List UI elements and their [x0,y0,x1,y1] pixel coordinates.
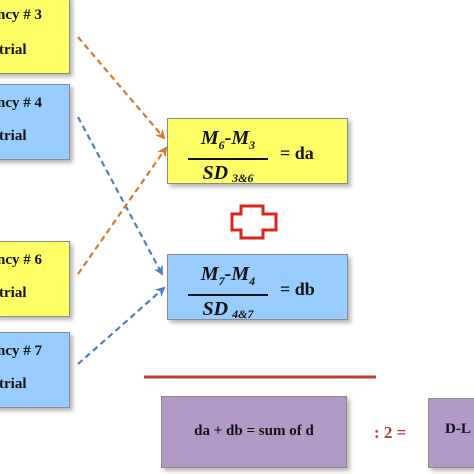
result-box-text: D-L [445,421,471,437]
agency-box-6-title: ncy # 6 [0,252,42,268]
double-arrow-icon [230,204,278,240]
agency-box-4: ncy # 4 trial [0,84,70,160]
agency-box-3-sub: trial [0,42,27,58]
sum-text: da + db = sum of d [194,423,314,439]
agency-box-7-title: ncy # 7 [0,343,42,359]
fraction-bar [188,294,268,296]
arrow-agency6-to-da [77,146,168,275]
agency-box-3: ncy # 3 trial [0,0,70,74]
divide-by-two-label: : 2 = [374,423,407,442]
sum-box: da + db = sum of d [161,396,347,468]
result-box: D-L [428,398,474,468]
agency-box-3-title: ncy # 3 [0,7,42,23]
formula-da-result: = da [280,143,314,163]
agency-box-6: ncy # 6 trial [0,241,70,317]
formula-db-result: = db [280,279,315,299]
agency-box-7-sub: trial [0,376,27,392]
agency-box-4-sub: trial [0,128,27,144]
formula-db-numerator: M7-M4 [200,263,256,288]
arrow-agency7-to-db [77,286,166,365]
fraction-bar [188,158,268,160]
agency-box-4-title: ncy # 4 [0,95,42,111]
agency-box-7: ncy # 7 trial [0,332,70,408]
arrow-agency3-to-da [77,36,166,140]
arrow-agency4-to-db [77,116,163,276]
formula-da-numerator: M6-M3 [200,127,256,152]
agency-box-6-sub: trial [0,285,27,301]
